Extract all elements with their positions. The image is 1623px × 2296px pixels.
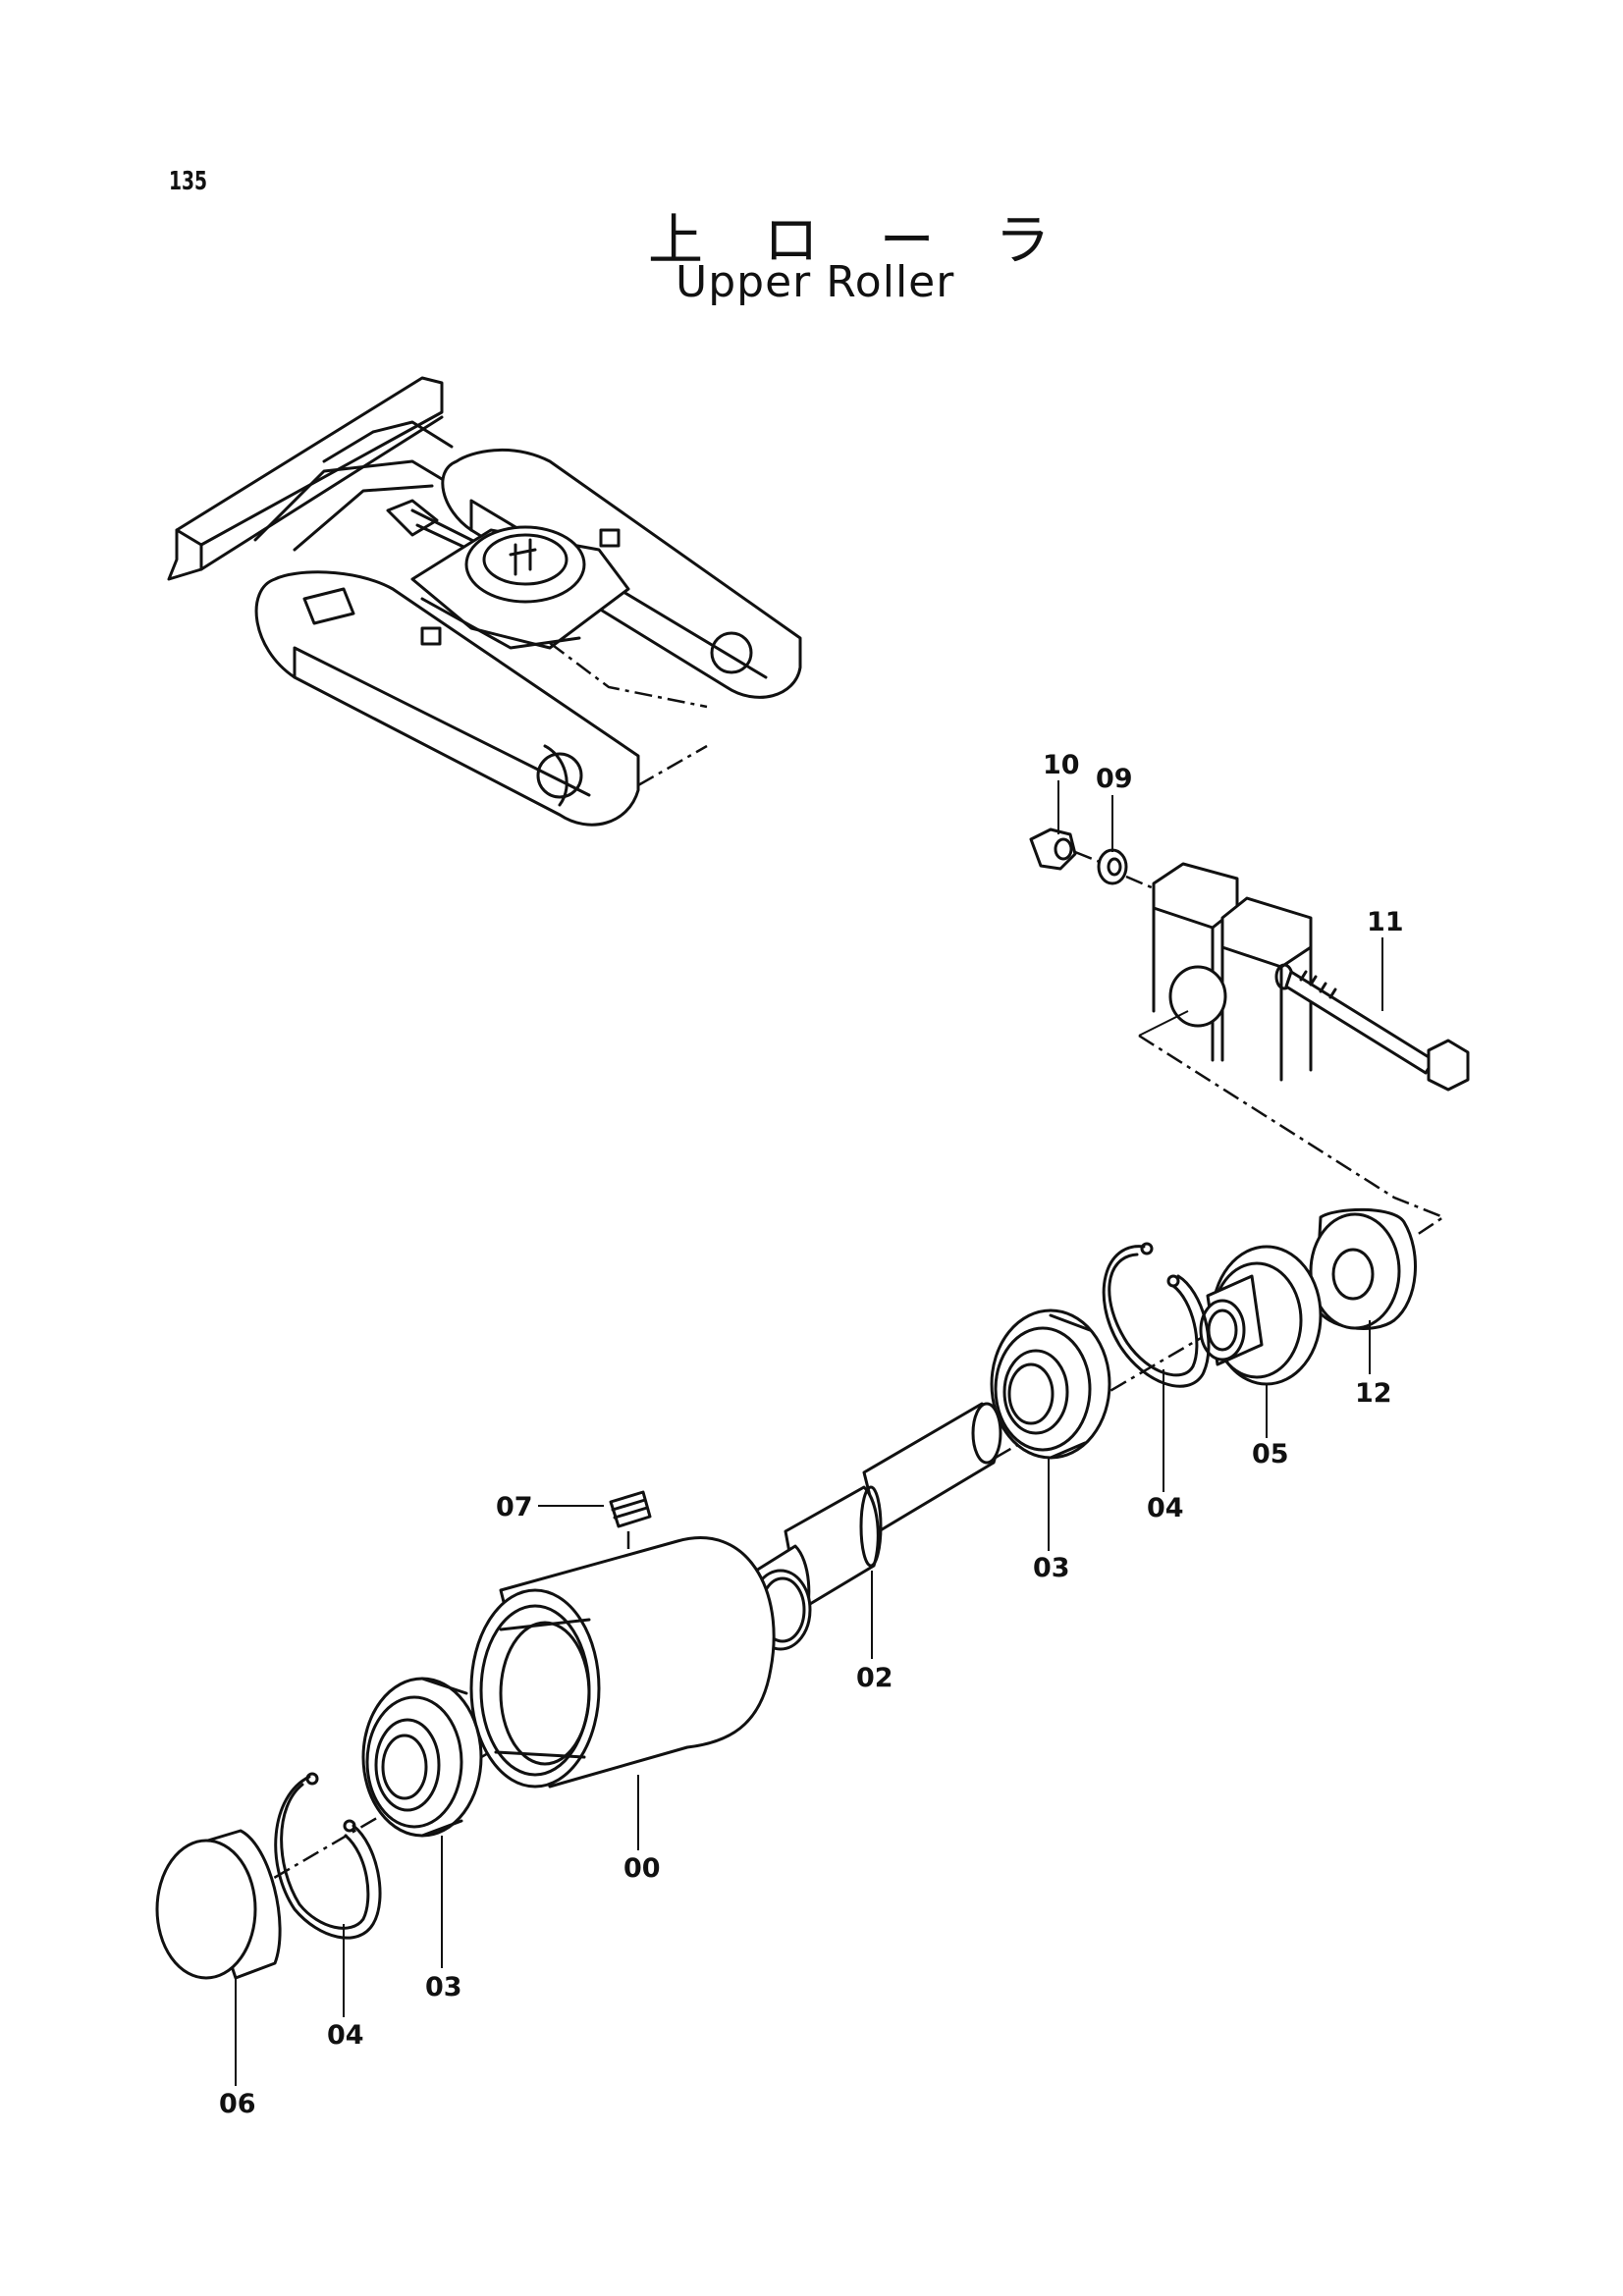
nut-part-10 [1029,828,1077,871]
callout-03-left: 03 [425,1972,462,2002]
callout-07: 07 [496,1492,533,1522]
callout-11: 11 [1367,907,1404,937]
title-english: Upper Roller [676,257,955,307]
callout-12: 12 [1355,1378,1392,1409]
bearing-part-03-right [990,1308,1111,1460]
snap-ring-part-04-left [274,1772,382,1940]
seal-part-05 [1199,1245,1323,1386]
bracket-assembly [1029,828,1470,1239]
roller-parts [155,1207,1417,1980]
callout-03-right: 03 [1033,1553,1070,1583]
snap-ring-part-04-right [1102,1242,1211,1388]
undercarriage-overview [167,376,802,827]
callout-09: 09 [1096,764,1133,794]
callout-04-right: 04 [1147,1493,1184,1523]
callout-numbers: 10 09 11 12 05 04 03 02 07 00 03 04 06 [219,750,1404,2119]
bearing-part-03-left [361,1677,483,1838]
callout-04-left: 04 [327,2020,364,2051]
shaft-part-02 [749,1402,1002,1651]
roller-body-part-00 [469,1536,776,1789]
collar-part-12 [1309,1207,1417,1330]
washer-part-09 [1097,848,1128,885]
page-number: 135 [169,167,208,196]
title-japanese: 上 ロ ー ラ [648,209,1072,273]
callout-06: 06 [219,2089,256,2119]
callout-10: 10 [1043,750,1080,780]
bolt-part-11 [1284,970,1470,1092]
callout-02: 02 [856,1663,893,1693]
callout-05: 05 [1252,1439,1289,1469]
cap-part-06 [155,1829,282,1980]
callout-00: 00 [623,1853,661,1884]
leader-lines [235,780,1383,2086]
